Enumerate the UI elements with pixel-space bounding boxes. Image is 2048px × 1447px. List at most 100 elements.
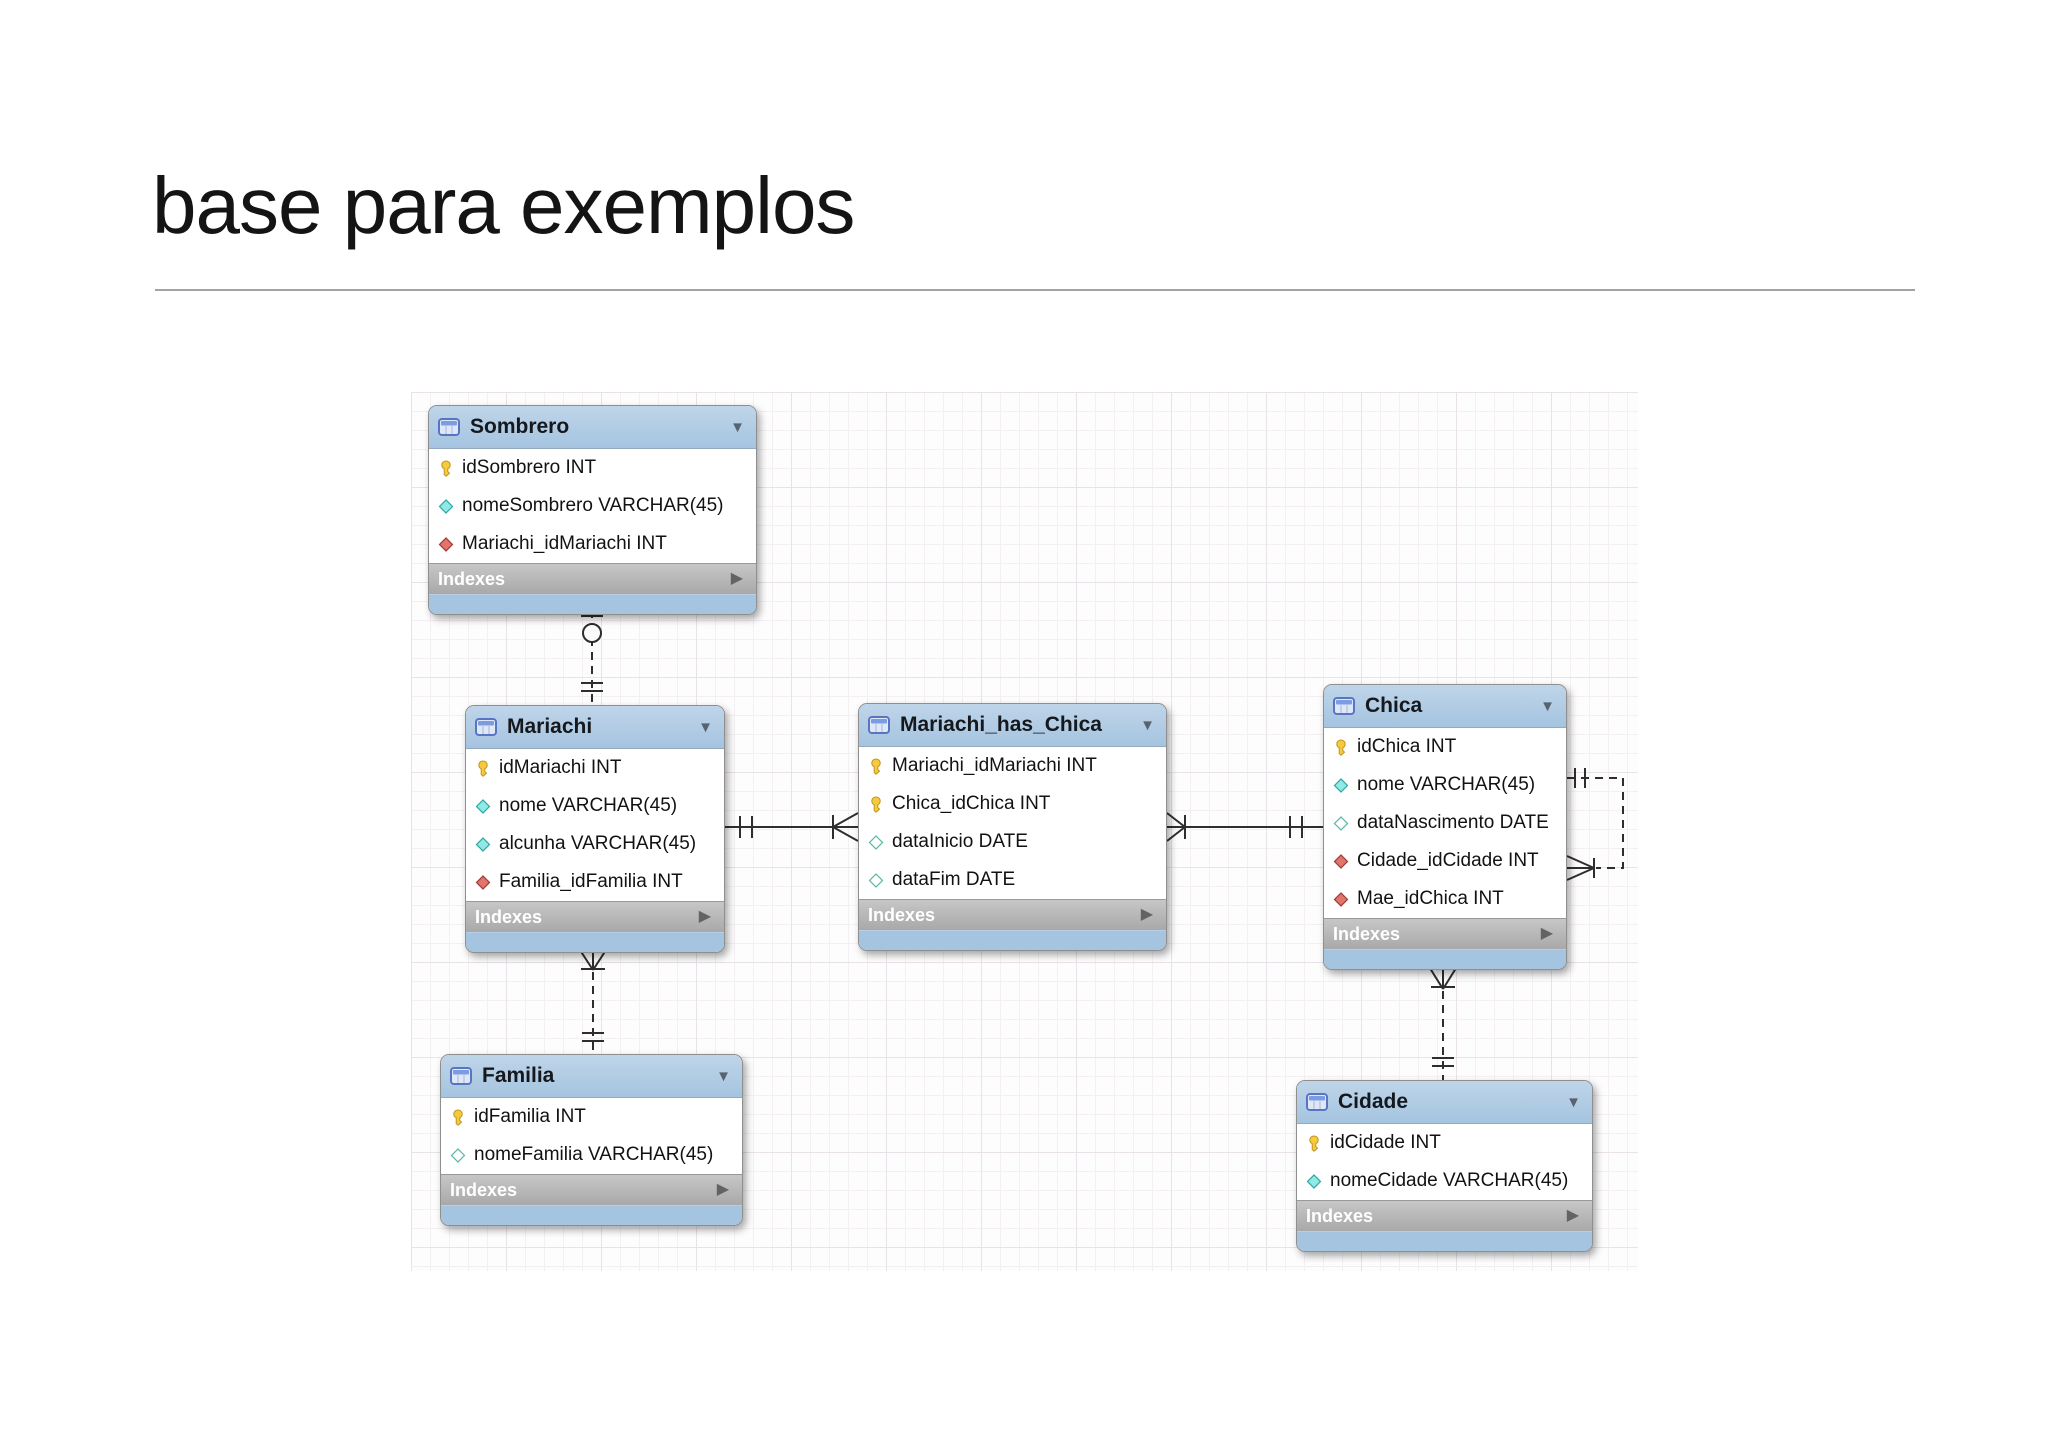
- expand-arrow-icon: ▶: [698, 908, 711, 925]
- column-text: nome VARCHAR(45): [499, 795, 678, 816]
- table-header: Cidade▼: [1297, 1081, 1592, 1124]
- table-header: Mariachi_has_Chica▼: [859, 704, 1166, 747]
- cardinality-zero-circle: [582, 623, 602, 643]
- column-row: idMariachi INT: [466, 749, 724, 787]
- column-row: Chica_idChica INT: [859, 785, 1166, 823]
- column-row: Mariachi_idMariachi INT: [859, 747, 1166, 785]
- table-columns: idCidade INT nomeCidade VARCHAR(45): [1297, 1124, 1592, 1200]
- table-icon: [475, 718, 497, 736]
- table-columns: idSombrero INT nomeSombrero VARCHAR(45) Ma…: [429, 449, 756, 563]
- connector-chica-cidade: [1427, 964, 1459, 1080]
- cardinality-exactly-one-ticks: [1574, 768, 1586, 788]
- collapse-arrow-icon: ▼: [730, 418, 745, 436]
- collapse-arrow-icon: ▼: [698, 718, 713, 736]
- indexes-label: Indexes: [450, 1179, 518, 1200]
- expand-arrow-icon: ▶: [1540, 925, 1553, 942]
- cardinality-exactly-one-ticks: [1289, 816, 1303, 838]
- column-text: Familia_idFamilia INT: [499, 871, 683, 892]
- attribute-nullable-icon: [450, 1147, 466, 1164]
- expand-arrow-icon: ▶: [1140, 906, 1153, 923]
- cardinality-exactly-one-ticks: [1432, 1057, 1454, 1067]
- column-row: dataInicio DATE: [859, 823, 1166, 861]
- indexes-bar: Indexes ▶: [859, 899, 1166, 930]
- table-icon: [450, 1067, 472, 1085]
- column-row: nomeFamilia VARCHAR(45): [441, 1136, 742, 1174]
- column-row: dataFim DATE: [859, 861, 1166, 899]
- column-row: dataNascimento DATE: [1324, 804, 1566, 842]
- foreign-key-icon: [1333, 891, 1349, 908]
- column-text: idChica INT: [1357, 736, 1457, 757]
- foreign-key-icon: [475, 874, 491, 891]
- table-icon: [1306, 1093, 1328, 1111]
- db-table-sombrero: Sombrero▼ idSombrero INT nomeSombrero VARC…: [428, 405, 757, 615]
- collapse-arrow-icon: ▼: [716, 1067, 731, 1085]
- column-text: Mae_idChica INT: [1357, 888, 1504, 909]
- indexes-label: Indexes: [475, 906, 543, 927]
- column-text: Chica_idChica INT: [892, 793, 1051, 814]
- primary-key-icon: [450, 1108, 466, 1126]
- indexes-label: Indexes: [1333, 923, 1401, 944]
- column-row: Familia_idFamilia INT: [466, 863, 724, 901]
- db-table-mariachi_has_chica: Mariachi_has_Chica▼ Mariachi_idMariachi I…: [858, 703, 1167, 951]
- foreign-key-icon: [438, 536, 454, 553]
- attribute-nullable-icon: [868, 872, 884, 889]
- indexes-label: Indexes: [868, 904, 936, 925]
- column-row: nomeCidade VARCHAR(45): [1297, 1162, 1592, 1200]
- connector-sombrero-mariachi: [581, 610, 603, 705]
- column-row: nome VARCHAR(45): [1324, 766, 1566, 804]
- attribute-icon: [1333, 777, 1349, 794]
- column-row: alcunha VARCHAR(45): [466, 825, 724, 863]
- indexes-label: Indexes: [438, 568, 506, 589]
- column-text: nomeFamilia VARCHAR(45): [474, 1144, 714, 1165]
- primary-key-icon: [438, 459, 454, 477]
- column-text: idSombrero INT: [462, 457, 597, 478]
- column-row: idSombrero INT: [429, 449, 756, 487]
- column-text: dataInicio DATE: [892, 831, 1028, 852]
- column-row: nome VARCHAR(45): [466, 787, 724, 825]
- table-name: Mariachi_has_Chica: [900, 713, 1102, 736]
- attribute-nullable-icon: [1333, 815, 1349, 832]
- column-row: Cidade_idCidade INT: [1324, 842, 1566, 880]
- table-footer-strip: [1324, 949, 1566, 969]
- attribute-icon: [475, 798, 491, 815]
- column-text: nome VARCHAR(45): [1357, 774, 1536, 795]
- column-text: dataNascimento DATE: [1357, 812, 1549, 833]
- indexes-bar: Indexes ▶: [466, 901, 724, 932]
- db-table-cidade: Cidade▼ idCidade INT nomeCidade VARCHAR(45…: [1296, 1080, 1593, 1252]
- table-footer-strip: [466, 932, 724, 952]
- foreign-key-icon: [1333, 853, 1349, 870]
- column-row: Mae_idChica INT: [1324, 880, 1566, 918]
- column-text: nomeSombrero VARCHAR(45): [462, 495, 724, 516]
- collapse-arrow-icon: ▼: [1566, 1093, 1581, 1111]
- column-text: Mariachi_idMariachi INT: [462, 533, 667, 554]
- column-text: idCidade INT: [1330, 1132, 1441, 1153]
- table-columns: idChica INT nome VARCHAR(45) dataNasciment…: [1324, 728, 1566, 918]
- indexes-bar: Indexes▶: [429, 563, 756, 594]
- er-diagram-canvas: Sombrero▼ idSombrero INT nomeSombrero VARC…: [411, 392, 1638, 1271]
- title-divider: [155, 289, 1915, 291]
- column-text: Cidade_idCidade INT: [1357, 850, 1539, 871]
- column-row: nomeSombrero VARCHAR(45): [429, 487, 756, 525]
- table-header: Chica▼: [1324, 685, 1566, 728]
- connector-join-chica: [1166, 812, 1323, 842]
- column-row: Mariachi_idMariachi INT: [429, 525, 756, 563]
- column-row: idFamilia INT: [441, 1098, 742, 1136]
- connector-mariachi-join: [725, 812, 859, 842]
- expand-arrow-icon: ▶: [716, 1181, 729, 1198]
- table-columns: idFamilia INT nomeFamilia VARCHAR(45): [441, 1098, 742, 1174]
- primary-key-icon: [868, 795, 884, 813]
- table-footer-strip: [441, 1205, 742, 1225]
- indexes-label: Indexes: [1306, 1205, 1374, 1226]
- attribute-nullable-icon: [868, 834, 884, 851]
- table-footer-strip: [429, 594, 756, 614]
- cardinality-exactly-one-ticks: [581, 682, 603, 692]
- column-text: Mariachi_idMariachi INT: [892, 755, 1097, 776]
- table-footer-strip: [859, 930, 1166, 950]
- table-header: Sombrero▼: [429, 406, 756, 449]
- column-row: idChica INT: [1324, 728, 1566, 766]
- crow-foot-many: [832, 812, 859, 842]
- column-text: dataFim DATE: [892, 869, 1016, 890]
